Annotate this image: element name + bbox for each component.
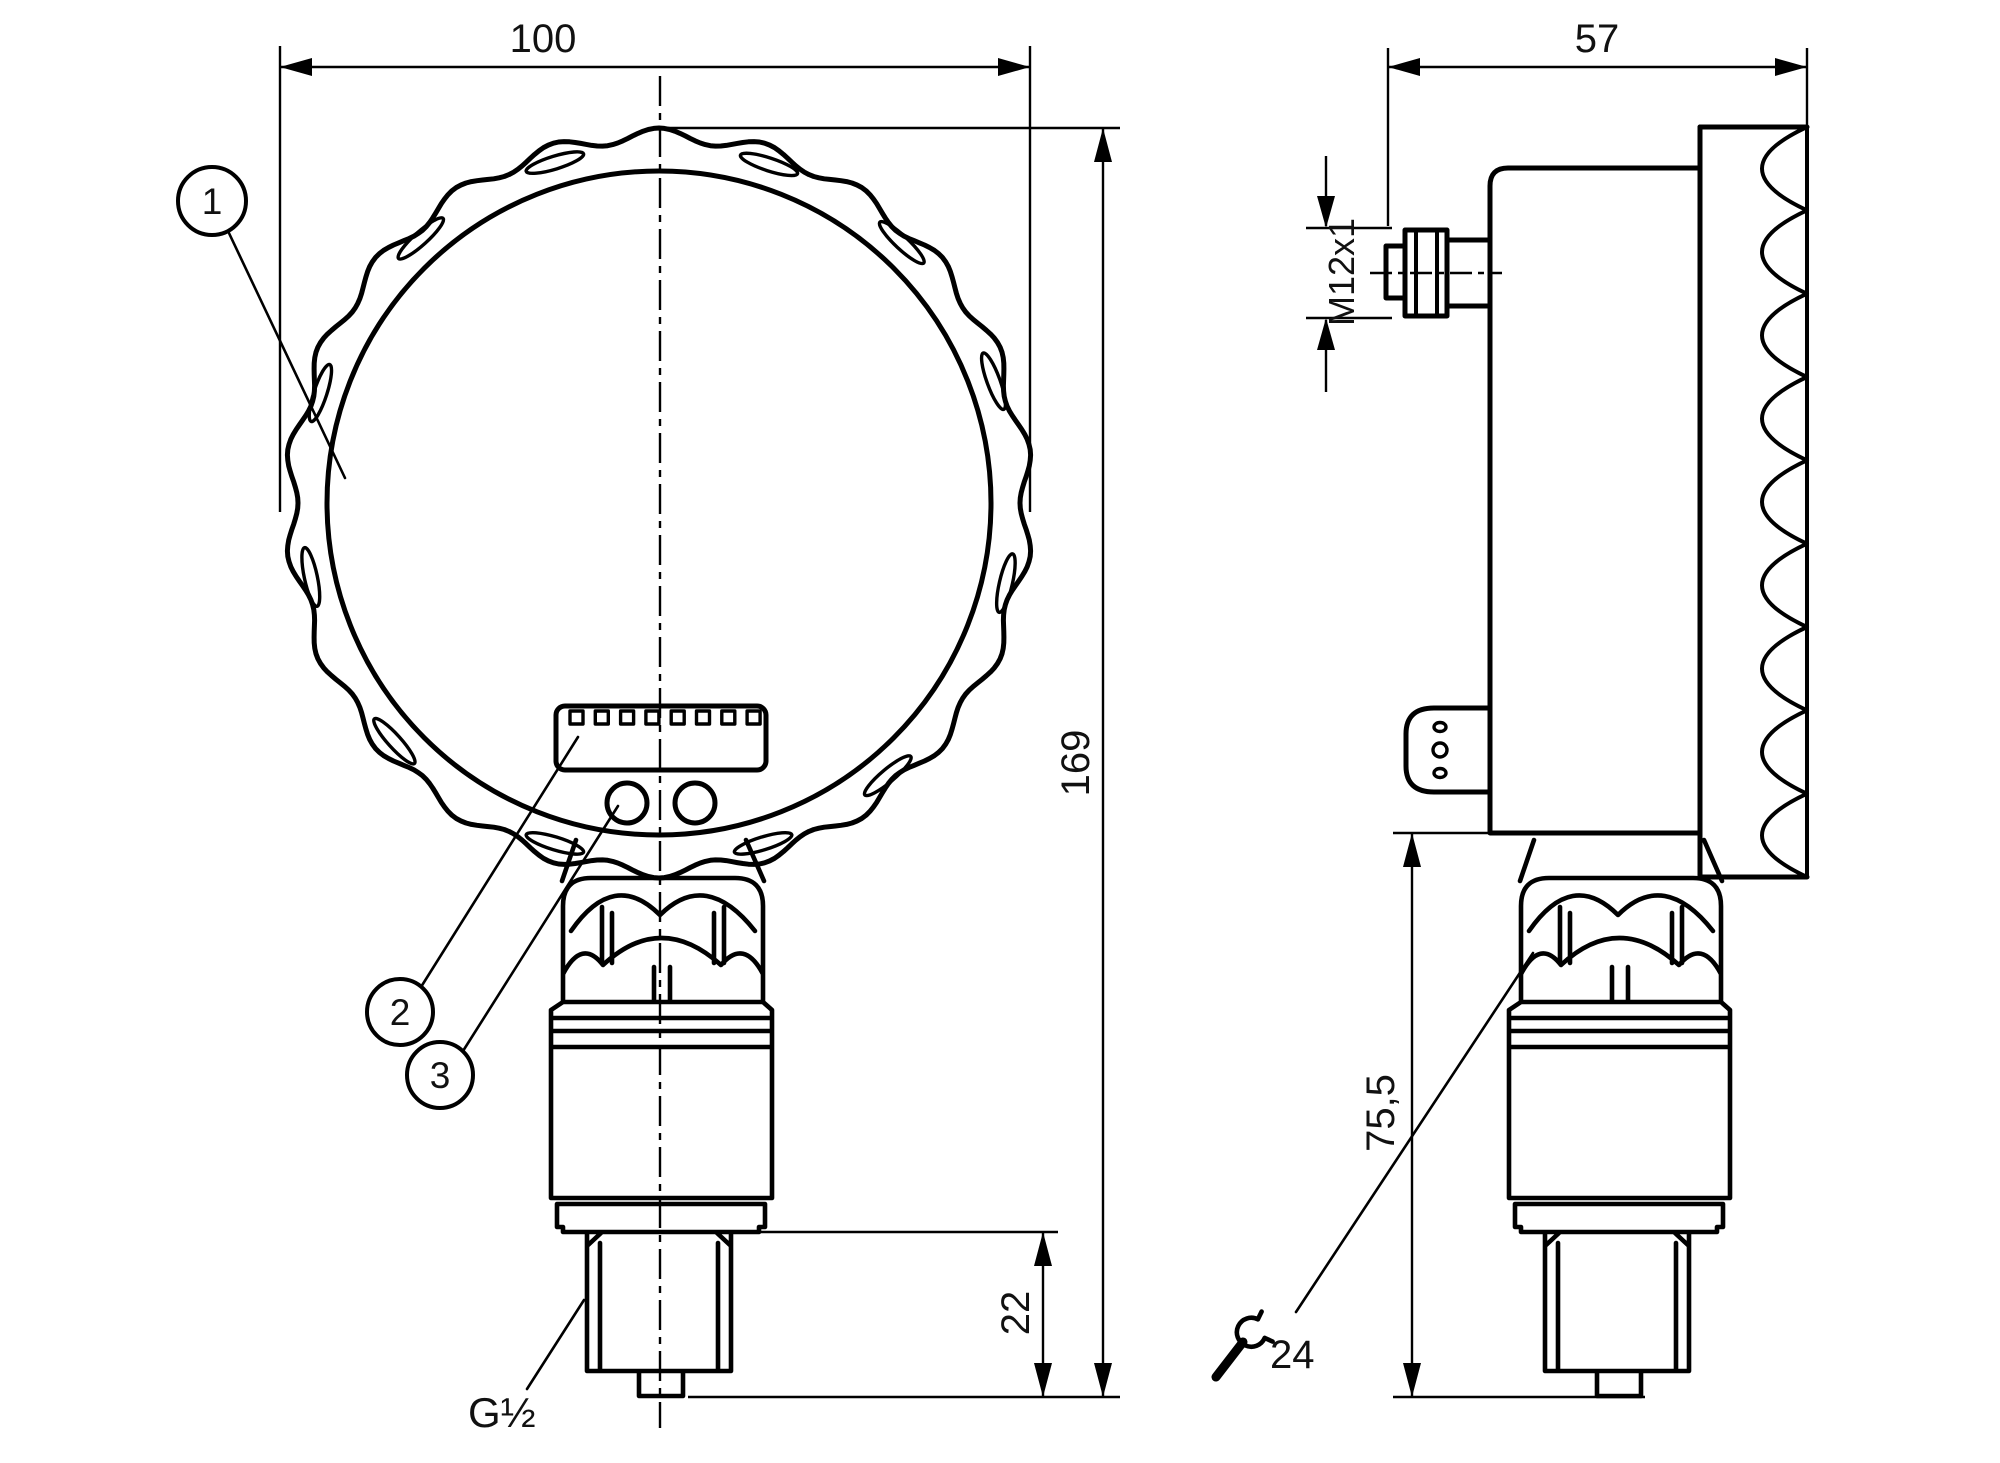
callout-2-number: 2 bbox=[390, 992, 411, 1033]
knurl-lens bbox=[877, 219, 926, 266]
pushbutton-right bbox=[672, 780, 718, 826]
dim-width-arrow-right bbox=[998, 58, 1030, 76]
callout-1-leader bbox=[226, 229, 347, 480]
callout-3-circle bbox=[405, 1040, 475, 1110]
process-connection-side bbox=[1506, 837, 1733, 1399]
dim-thread-arrow-top bbox=[1034, 1232, 1052, 1266]
front-view: 100 169 22 1 2 bbox=[176, 17, 1120, 1436]
knurl-lens bbox=[738, 151, 800, 178]
display-segment-tooth bbox=[618, 709, 636, 726]
callout-1-circle bbox=[176, 165, 248, 237]
pushbutton-left bbox=[604, 780, 650, 826]
dim-depth-arrow-right bbox=[1775, 58, 1807, 76]
m12-connector bbox=[1370, 227, 1502, 319]
gauge-face bbox=[324, 168, 994, 838]
dim-height-arrow-bottom bbox=[1094, 1363, 1112, 1397]
dim-lower-arrow-top bbox=[1403, 833, 1421, 867]
dim-depth-arrow-left bbox=[1388, 58, 1420, 76]
dim-width-arrow-left bbox=[280, 58, 312, 76]
display-segment-tooth bbox=[694, 709, 712, 726]
dim-width: 100 bbox=[278, 17, 1032, 512]
knurl-lens bbox=[307, 362, 334, 424]
bezel-knurl-arcs bbox=[1760, 125, 1809, 879]
display-segment-tooth bbox=[720, 709, 737, 726]
callout-3: 3 bbox=[405, 804, 620, 1110]
knurl-lens bbox=[300, 545, 322, 609]
dim-thread-arrow-bottom bbox=[1034, 1363, 1052, 1397]
callout-3-number: 3 bbox=[430, 1055, 451, 1096]
dim-depth-value: 57 bbox=[1575, 17, 1620, 61]
dim-height-arrow-top bbox=[1094, 128, 1112, 162]
vent-port-body bbox=[1403, 705, 1493, 795]
callout-2: 2 bbox=[365, 735, 580, 1047]
display-segment-row bbox=[568, 709, 762, 726]
vent-port-hole-2 bbox=[1431, 741, 1449, 759]
knurl-lens bbox=[396, 216, 446, 261]
callout-2-leader bbox=[419, 735, 580, 989]
dim-height-value: 169 bbox=[1054, 730, 1098, 797]
display-segment-tooth bbox=[644, 709, 661, 726]
vent-port-hole-1 bbox=[1432, 720, 1448, 734]
knurl-lens bbox=[524, 830, 586, 856]
dim-thread-value: 22 bbox=[994, 1291, 1038, 1336]
display-segment-tooth bbox=[669, 709, 686, 726]
dim-lower-height: 75,5 bbox=[1359, 831, 1645, 1399]
dim-connector-arrow-top bbox=[1317, 196, 1335, 228]
side-view: M12x1 57 75,5 bbox=[1211, 17, 1810, 1399]
dim-connector-value: M12x1 bbox=[1321, 218, 1362, 326]
knurl-lens bbox=[524, 150, 586, 176]
callout-1: 1 bbox=[176, 165, 347, 480]
knurl-lens bbox=[979, 351, 1008, 412]
dim-thread-length: 22 bbox=[736, 1230, 1058, 1397]
knurl-lens bbox=[732, 830, 794, 856]
process-thread-label-group: G½ bbox=[468, 1298, 586, 1436]
display-segment-tooth bbox=[745, 709, 762, 726]
wrench-size-value: 24 bbox=[1270, 1333, 1315, 1377]
knurl-lens bbox=[862, 754, 913, 798]
dim-lower-arrow-bottom bbox=[1403, 1363, 1421, 1397]
callout-2-circle bbox=[365, 977, 435, 1047]
process-connection-front bbox=[548, 837, 775, 1399]
process-thread-leader bbox=[525, 1298, 586, 1391]
vent-port-hole-3 bbox=[1432, 766, 1448, 780]
callout-1-number: 1 bbox=[202, 181, 223, 222]
callout-3-leader bbox=[461, 804, 620, 1053]
dim-connector: M12x1 bbox=[1306, 156, 1392, 392]
wrench-annotation: 24 bbox=[1211, 951, 1535, 1382]
wrench-icon bbox=[1211, 1309, 1275, 1382]
display-window bbox=[553, 703, 769, 773]
dim-depth: 57 bbox=[1386, 17, 1809, 226]
display-segment-tooth bbox=[593, 709, 610, 726]
process-thread-label: G½ bbox=[468, 1389, 536, 1436]
dim-height: 169 bbox=[664, 126, 1120, 1399]
knurl-lens bbox=[994, 552, 1017, 615]
dim-lower-value: 75,5 bbox=[1359, 1074, 1403, 1152]
dim-width-value: 100 bbox=[510, 17, 577, 61]
knurl-lens bbox=[372, 716, 417, 766]
vent-port bbox=[1403, 705, 1493, 795]
dim-connector-arrow-bottom bbox=[1317, 318, 1335, 350]
knurl-lens-marks bbox=[300, 150, 1017, 856]
wrench-handle bbox=[1211, 1337, 1248, 1382]
display-segment-tooth bbox=[568, 709, 585, 726]
wrench-jaw bbox=[1234, 1309, 1275, 1349]
housing-body bbox=[1487, 165, 1703, 836]
wrench-leader bbox=[1294, 951, 1535, 1314]
